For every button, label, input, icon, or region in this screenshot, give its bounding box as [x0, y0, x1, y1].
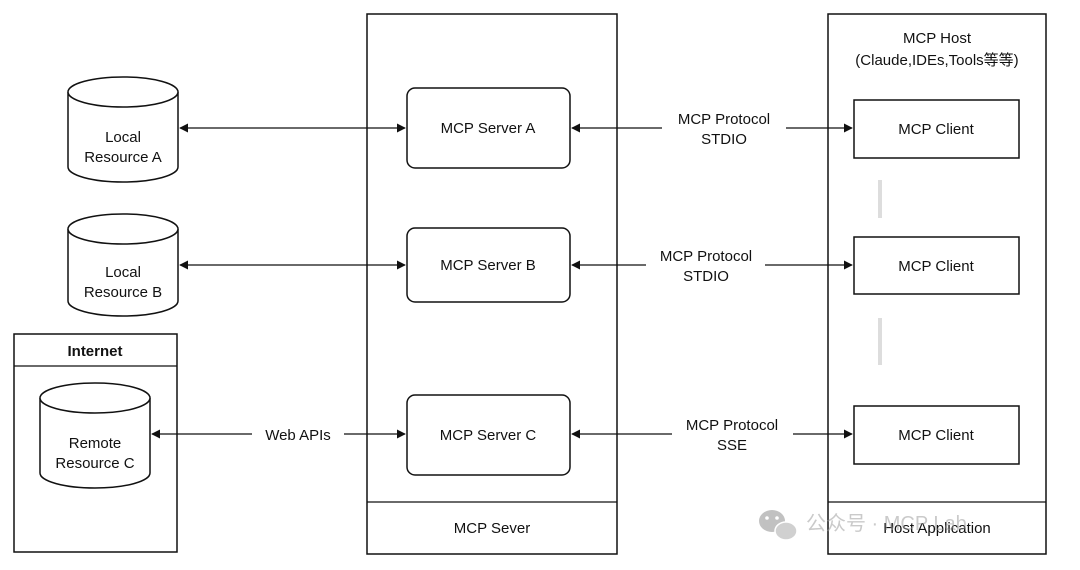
mcp-client-b: MCP Client	[853, 236, 1020, 295]
watermark: 公众号 · MCP Lab	[759, 510, 967, 541]
watermark-text: 公众号 · MCP Lab	[806, 512, 967, 535]
client-c-box	[853, 405, 1020, 465]
host-panel-subtitle: (Claude,IDEs,Tools等等)	[855, 51, 1018, 69]
protocol-a-line2: STDIO	[701, 131, 747, 148]
server-b-label: MCP Server B	[440, 257, 536, 274]
mcp-client-c: MCP Client	[853, 405, 1020, 465]
resource-b-label-line2: Resource B	[84, 284, 162, 301]
mcp-host-panel: MCP Host (Claude,IDEs,Tools等等) Host Appl…	[827, 13, 1047, 555]
cylinder-body	[67, 92, 179, 183]
server-b-box	[406, 227, 571, 303]
server-a-label: MCP Server A	[441, 120, 536, 137]
server-panel-frame	[366, 13, 618, 555]
host-panel-title: MCP Host	[903, 30, 972, 47]
server-c-label: MCP Server C	[440, 427, 537, 444]
host-panel-footer: Host Application	[883, 520, 991, 537]
cylinder-top	[67, 76, 179, 108]
protocol-a-line1: MCP Protocol	[678, 111, 770, 128]
server-a-box	[406, 87, 571, 169]
resource-a-label-line2: Resource A	[84, 149, 162, 166]
wechat-icon	[759, 510, 798, 541]
server-panel-footer: MCP Sever	[454, 520, 530, 537]
mcp-client-a: MCP Client	[853, 99, 1020, 159]
remote-resource-c: Remote Resource C	[39, 382, 151, 489]
protocol-b-line1: MCP Protocol	[660, 248, 752, 265]
resource-a-label-line1: Local	[105, 129, 141, 146]
protocol-b-line2: STDIO	[683, 268, 729, 285]
client-a-label: MCP Client	[898, 121, 974, 138]
client-b-label: MCP Client	[898, 258, 974, 275]
internet-frame	[13, 333, 178, 553]
internet-box: Internet	[13, 333, 178, 553]
local-resource-b: Local Resource B	[67, 213, 179, 317]
resource-b-label-line1: Local	[105, 264, 141, 281]
client-b-box	[853, 236, 1020, 295]
resource-c-label-line1: Remote	[69, 435, 122, 452]
cylinder-top	[39, 382, 151, 414]
internet-title: Internet	[67, 343, 122, 360]
client-c-label: MCP Client	[898, 427, 974, 444]
mcp-server-panel: MCP Sever	[366, 13, 618, 555]
mcp-server-a: MCP Server A	[406, 87, 571, 169]
protocol-c-line1: MCP Protocol	[686, 417, 778, 434]
mcp-server-c: MCP Server C	[406, 394, 571, 476]
host-panel-frame	[827, 13, 1047, 555]
server-c-box	[406, 394, 571, 476]
protocol-c-line2: SSE	[717, 437, 747, 454]
cylinder-body	[67, 229, 179, 317]
resource-c-label-line2: Resource C	[55, 455, 134, 472]
client-a-box	[853, 99, 1020, 159]
cylinder-top	[67, 213, 179, 245]
local-resource-a: Local Resource A	[67, 76, 179, 183]
mcp-server-b: MCP Server B	[406, 227, 571, 303]
cylinder-body	[39, 398, 151, 489]
web-apis-label: Web APIs	[265, 427, 331, 444]
